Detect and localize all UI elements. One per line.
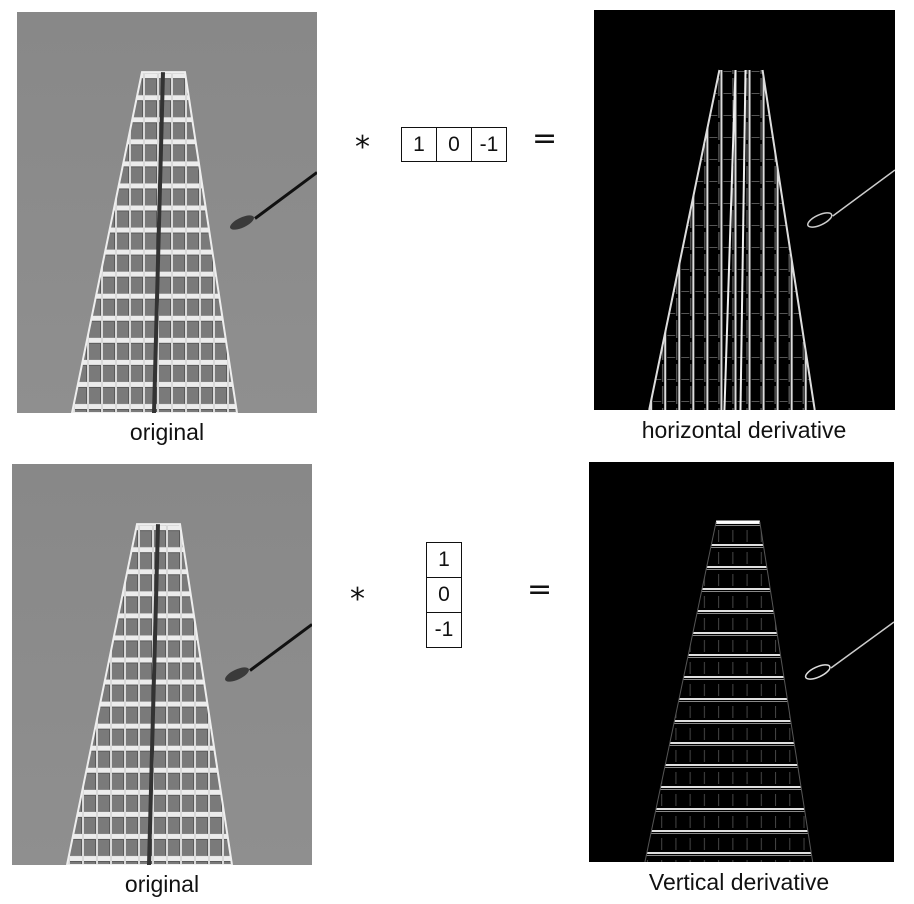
tower-edges-horizontal [594,10,895,410]
tower-edges-vertical [589,462,894,862]
vertical-kernel: 1 0 -1 [426,542,462,648]
kernel-cell: 0 [427,578,461,613]
kernel-cell: 1 [427,543,461,578]
equals-sign-bottom: = [527,572,553,607]
kernel-cell: 1 [402,128,437,161]
original-image-bottom [12,464,312,865]
output-caption-top: horizontal derivative [641,417,847,443]
kernel-cell: -1 [434,618,454,641]
input-caption-bottom: original [124,871,200,897]
tower-photo [17,12,317,413]
horizontal-derivative-image [594,10,895,410]
original-image-top [17,12,317,413]
kernel-cell: -1 [479,132,499,156]
input-caption-top: original [129,419,205,445]
tower-photo [12,464,312,865]
kernel-cell: 0 [437,128,472,161]
output-caption-bottom: Vertical derivative [648,869,830,895]
equals-sign-top: = [532,121,558,156]
vertical-derivative-image [589,462,894,862]
horizontal-kernel: 1 0 -1 [401,127,507,162]
convolution-operator-top: * [355,130,370,165]
convolution-operator-bottom: * [350,582,365,617]
